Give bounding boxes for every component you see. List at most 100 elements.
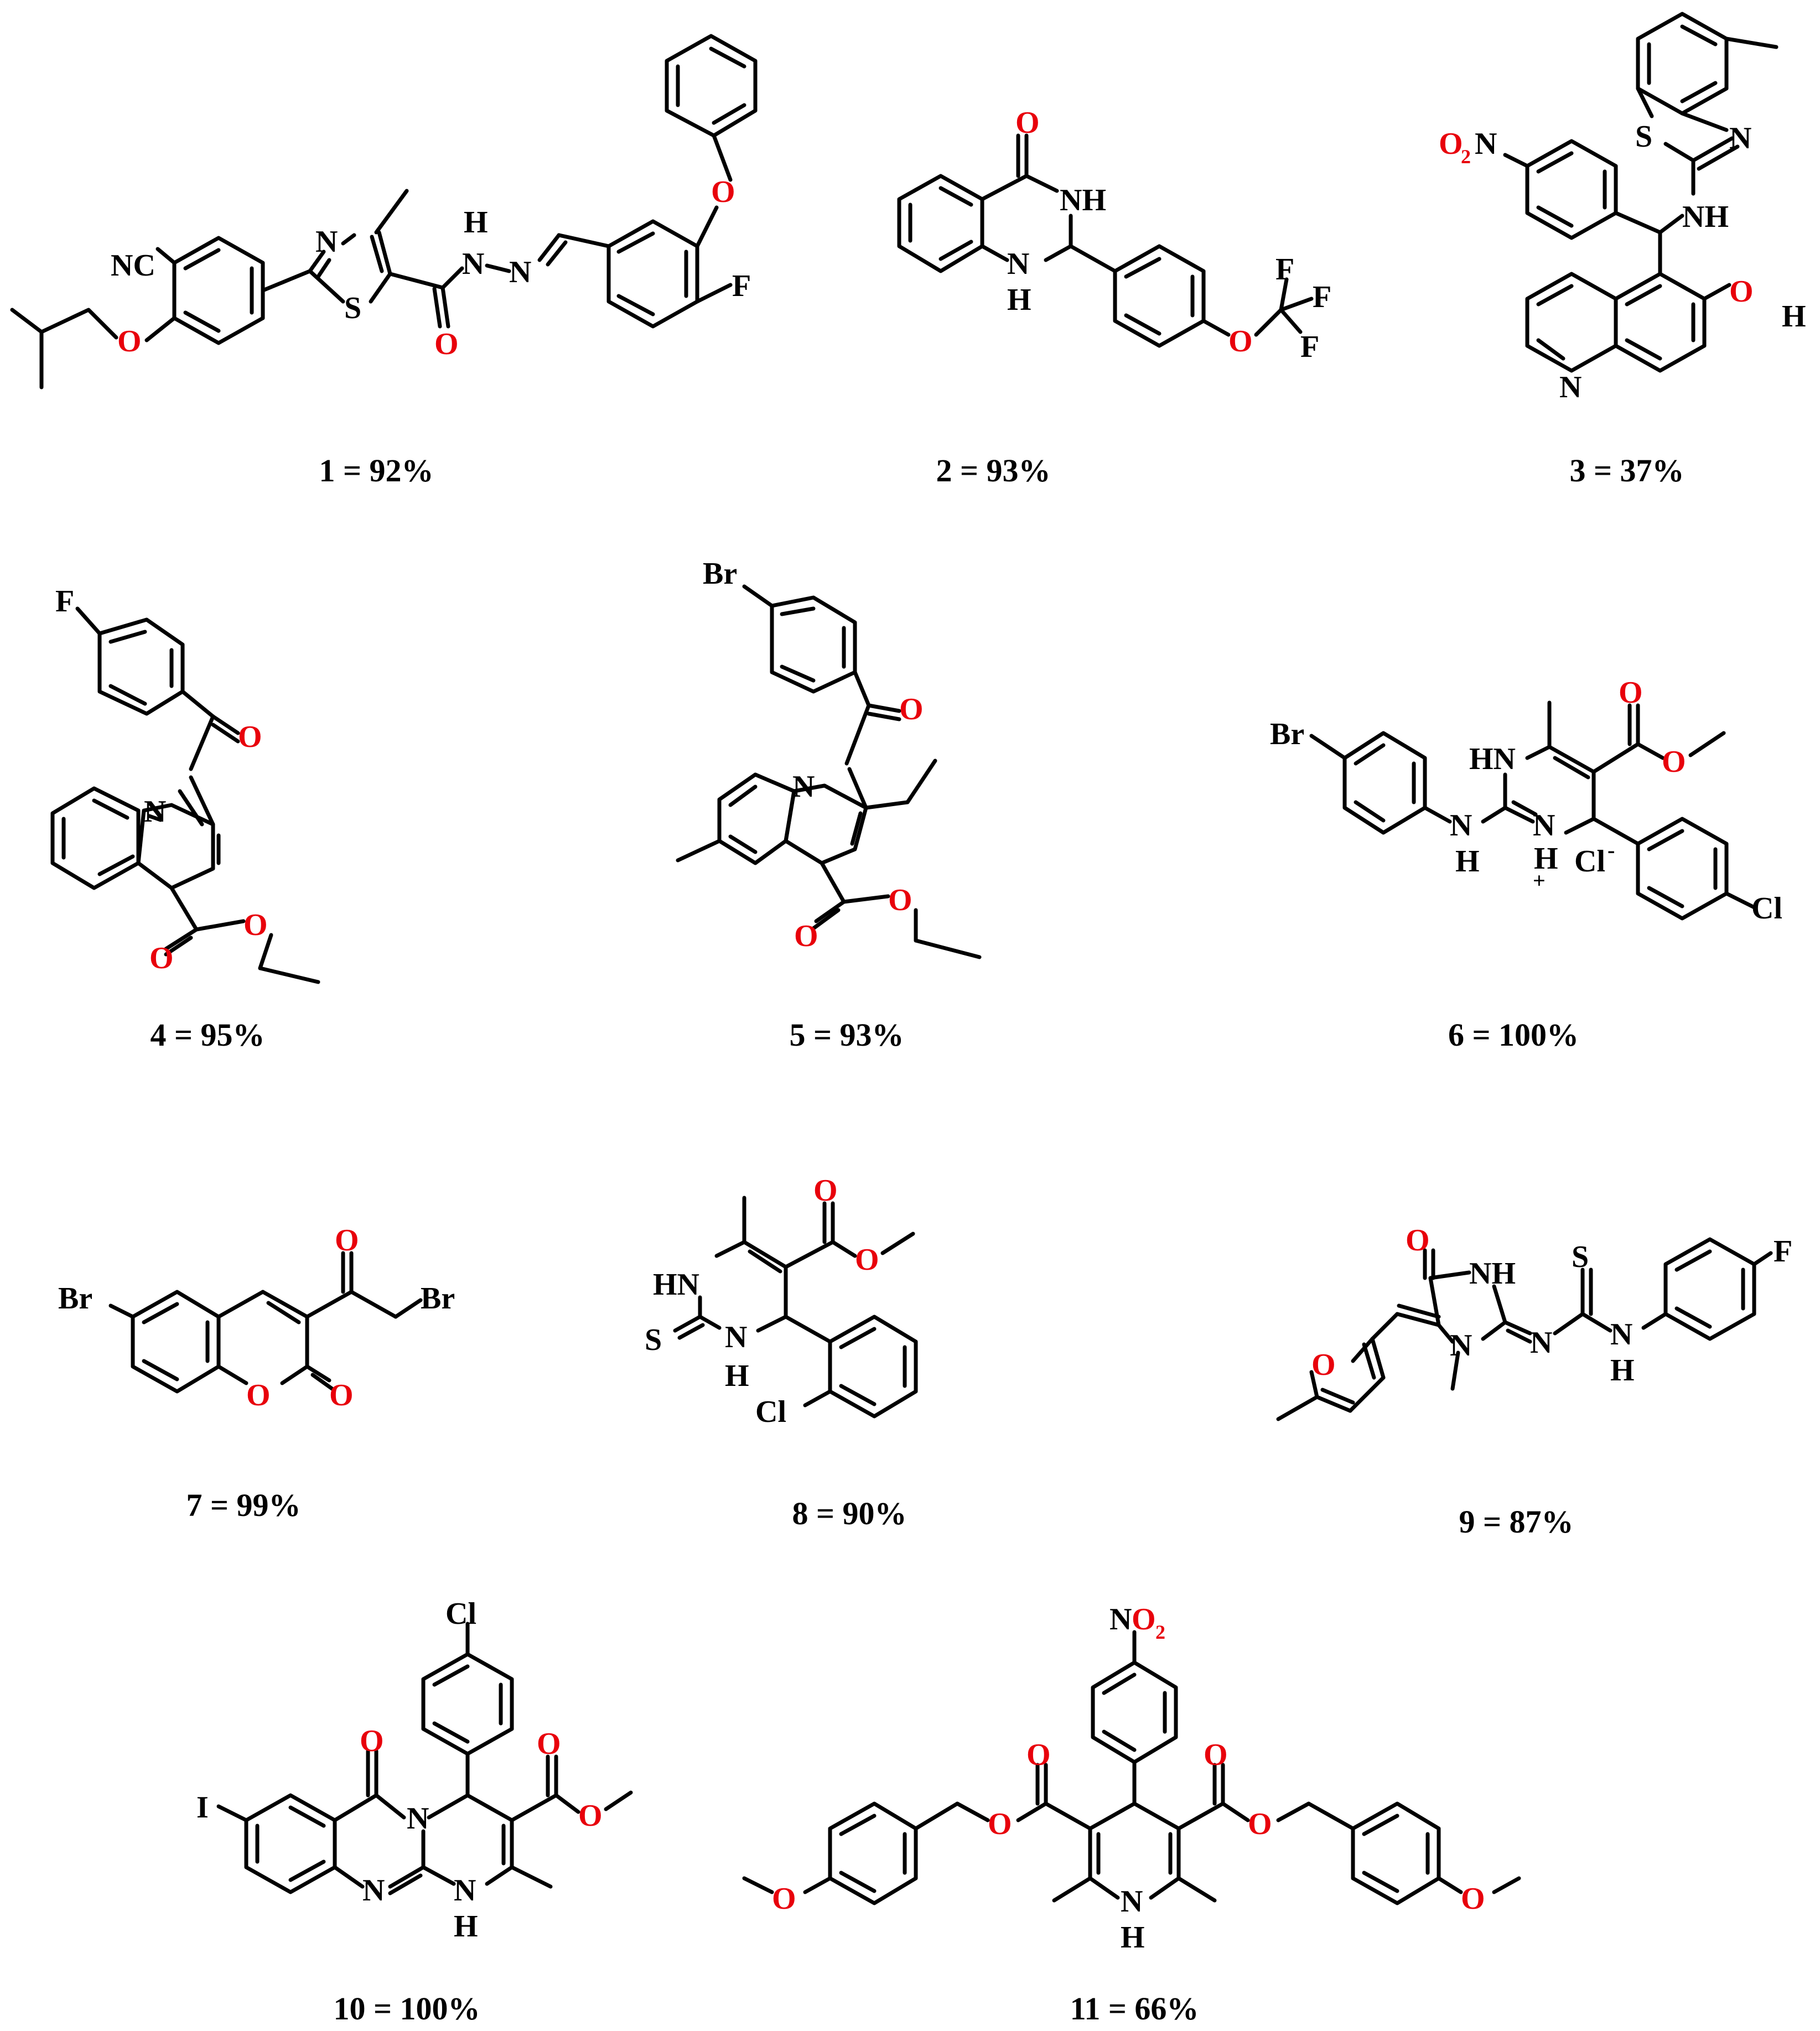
atom-label: O <box>1729 274 1754 309</box>
atom-label: Br <box>703 557 737 591</box>
compound-4-yield-label: 4 = 95% <box>150 1017 265 1053</box>
compound-10: Cl O I N O O N N H <box>196 1597 633 1944</box>
atom-label: O <box>434 327 459 361</box>
atom-label: O <box>899 692 924 726</box>
atom-label: N <box>1121 1884 1143 1919</box>
atom-label: S <box>645 1323 662 1357</box>
atom-label: O <box>813 1173 838 1208</box>
compound-11-yield-label: 11 = 66% <box>1070 1991 1199 2027</box>
atom-label: O <box>1026 1738 1051 1772</box>
compound-2-yield-label: 2 = 93% <box>936 453 1050 489</box>
atom-label: F <box>732 269 751 303</box>
atom-label: I <box>196 1790 209 1825</box>
atom-label: O <box>1132 1602 1156 1637</box>
atom-label: O <box>1228 324 1253 359</box>
compound-labels: 1 = 92%2 = 93%3 = 37%4 = 95%5 = 93%6 = 1… <box>150 453 1684 2027</box>
compound-9: O NH S F O N N N H <box>1276 1223 1792 1421</box>
atom-label: F <box>1300 330 1319 364</box>
compound-8-yield-label: 8 = 90% <box>792 1495 906 1531</box>
atom-label: Cl <box>1751 891 1782 926</box>
atom-label: Br <box>58 1281 92 1316</box>
atom-label: N <box>1450 1328 1472 1363</box>
atom-label: H <box>454 1909 478 1944</box>
compound-1-yield-label: 1 = 92% <box>319 453 433 489</box>
atom-label: N <box>315 225 338 259</box>
atom-label: O <box>246 1378 271 1412</box>
atom-label: + <box>1533 868 1546 893</box>
atom-label: O <box>772 1882 796 1916</box>
atom-label: O <box>988 1807 1012 1841</box>
atom-label: O <box>855 1243 879 1277</box>
atom-label: N <box>407 1801 429 1836</box>
atom-label: N <box>1007 247 1029 281</box>
atom-label: N <box>1530 1326 1552 1360</box>
atom-label: Cl <box>755 1395 786 1429</box>
atom-label: O <box>1311 1348 1336 1382</box>
atom-label: O <box>238 720 262 754</box>
atom-label: O <box>1461 1882 1485 1916</box>
atom-label: H <box>1610 1353 1635 1388</box>
compound-6: Br HN O O N H N H + Cl - Cl <box>1270 676 1782 926</box>
compound-5: Br O N O O <box>676 557 982 959</box>
atom-label: H <box>725 1359 749 1393</box>
atom-label: N <box>792 770 815 804</box>
compound-4: F O N O O <box>50 584 320 984</box>
atom-label: N <box>144 794 166 829</box>
atom-label: O <box>1406 1223 1430 1258</box>
atom-label: NC <box>111 248 155 283</box>
atom-label: N <box>362 1873 385 1908</box>
atom-label: F <box>55 584 74 619</box>
atom-label: Br <box>421 1281 455 1316</box>
compound-7-yield-label: 7 = 99% <box>186 1487 300 1523</box>
atom-label: S <box>1572 1240 1589 1274</box>
atom-label: H <box>1007 283 1031 317</box>
compound-8: O O HN S N H Cl <box>645 1173 918 1429</box>
atom-label: NH <box>1060 183 1106 217</box>
compound-5-yield-label: 5 = 93% <box>789 1017 904 1053</box>
atom-label: O <box>360 1724 384 1758</box>
atom-label: N <box>454 1873 476 1908</box>
atom-label: Br <box>1270 717 1304 751</box>
atom-label: Cl <box>1574 844 1605 879</box>
atom-label: O <box>329 1378 354 1412</box>
atom-label: H <box>1455 844 1480 879</box>
atom-label: H <box>1121 1920 1145 1955</box>
atom-label: H <box>1782 299 1806 334</box>
atom-label: S <box>344 291 361 325</box>
atom-label: O <box>537 1727 561 1761</box>
atom-label: 2 <box>1155 1621 1165 1643</box>
atom-label: N <box>1729 121 1751 155</box>
atom-label: O <box>578 1799 603 1833</box>
atom-label: O <box>1204 1738 1228 1772</box>
compound-1: NC O N S H N N O O F <box>10 34 758 389</box>
atom-label: F <box>1774 1234 1792 1269</box>
atom-label: Cl <box>445 1597 476 1631</box>
atom-label: N <box>1475 127 1497 161</box>
atom-label: N <box>462 247 484 281</box>
atom-label: O <box>1662 745 1686 779</box>
atom-label: S <box>1635 120 1652 154</box>
compound-7: O Br Br O O <box>58 1223 455 1412</box>
atom-label: O <box>1248 1807 1272 1841</box>
atom-label: O <box>149 941 174 975</box>
compound-11: N O 2 O O O O O O N H <box>742 1602 1521 1955</box>
atom-label: F <box>1313 280 1331 314</box>
compound-10-yield-label: 10 = 100% <box>333 1991 480 2027</box>
atom-label: N <box>1610 1317 1632 1352</box>
compound-3-yield-label: 3 = 37% <box>1569 453 1684 489</box>
atom-label: NH <box>1469 1256 1516 1291</box>
atom-label: O <box>1015 106 1040 140</box>
compound-2: O NH N H O F F F <box>897 106 1331 364</box>
atom-label: O <box>711 175 735 209</box>
atom-label: O <box>335 1223 359 1258</box>
atom-label: O <box>243 908 268 942</box>
atom-label: H <box>464 205 488 240</box>
compound-3: O 2 N S N NH O H N <box>1439 12 1806 404</box>
atom-label: O <box>1619 676 1643 710</box>
atom-label: N <box>725 1320 747 1354</box>
atom-label: O <box>117 324 142 359</box>
compound-9-yield-label: 9 = 87% <box>1459 1504 1573 1540</box>
atom-label: O <box>1439 127 1463 161</box>
atom-label: N <box>509 255 531 289</box>
